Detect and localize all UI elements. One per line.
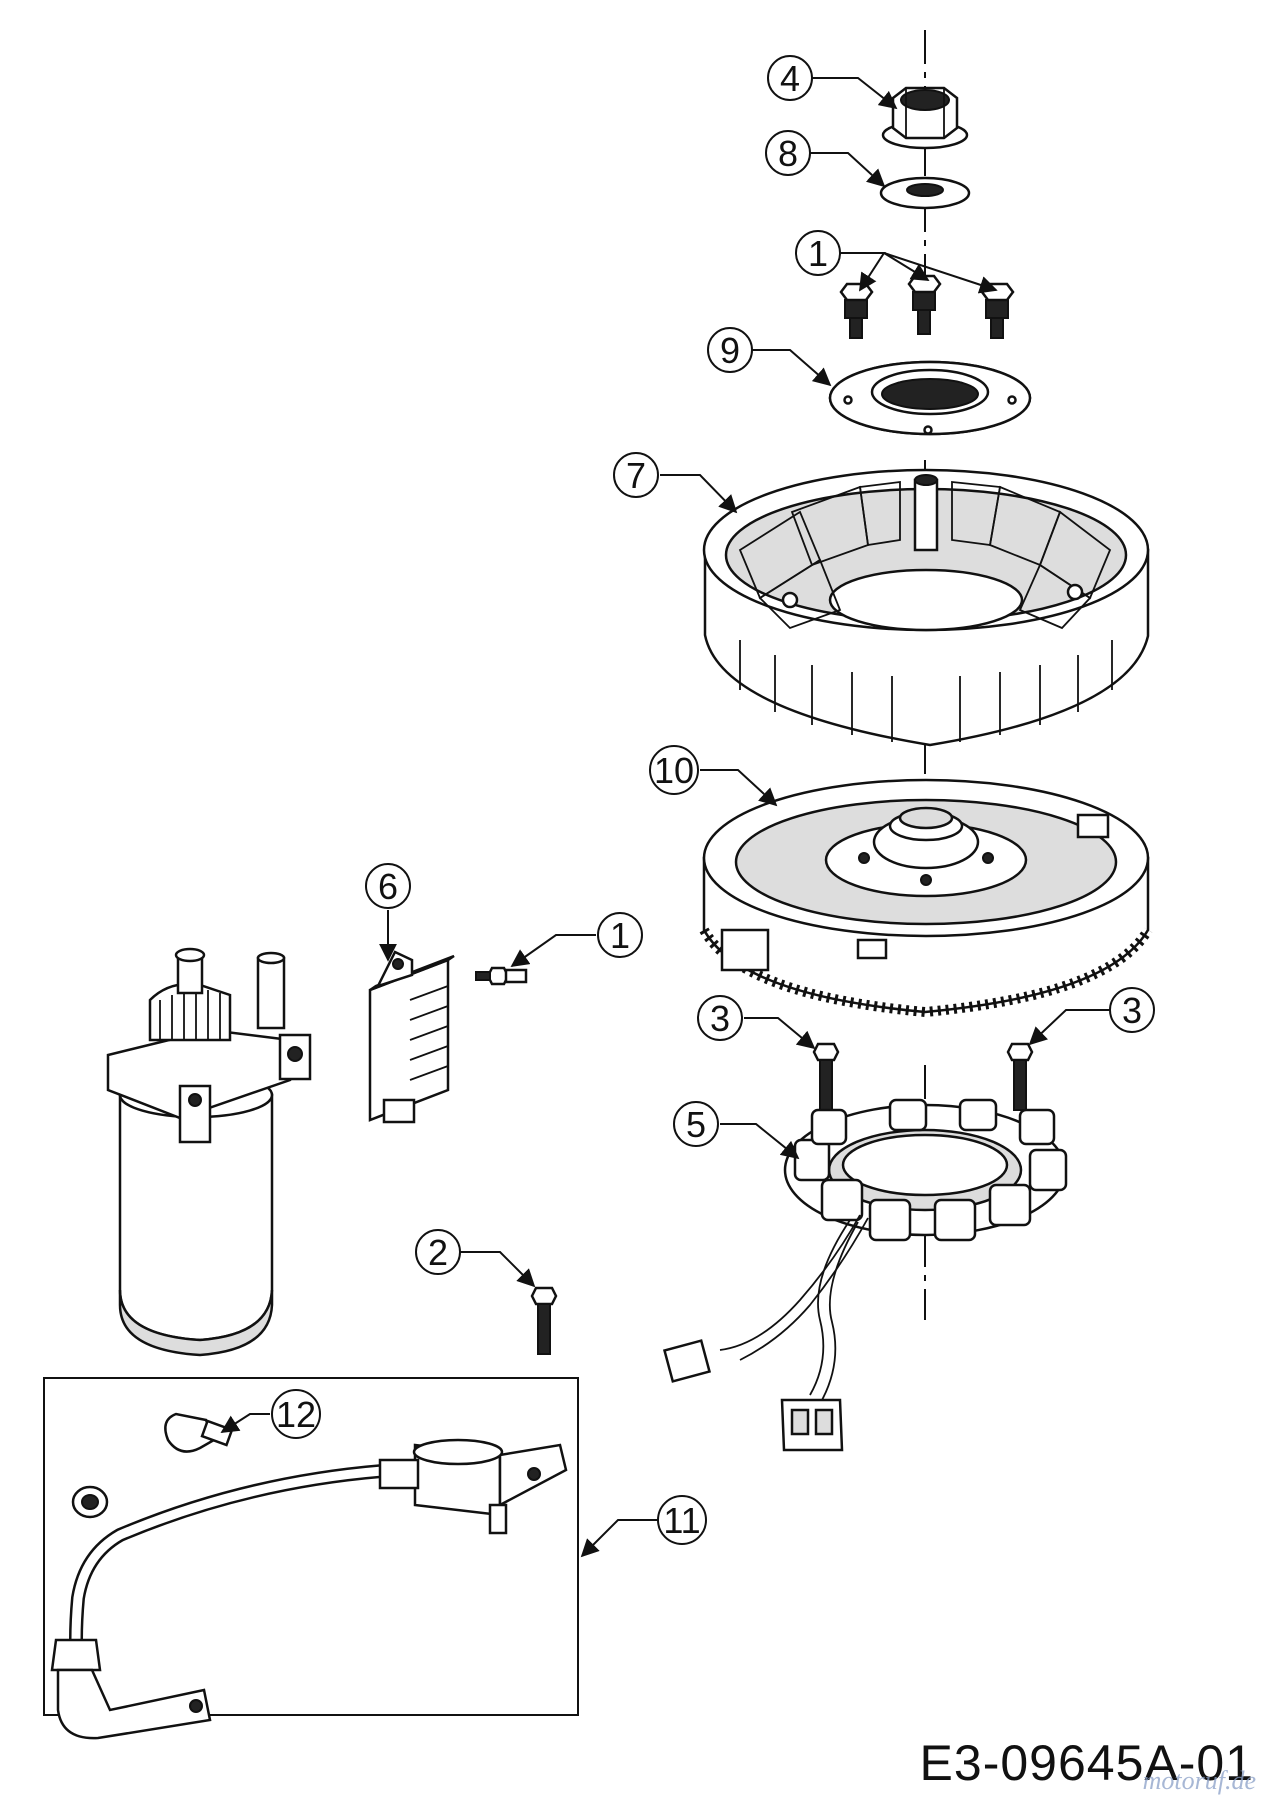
stator-part — [662, 1098, 1068, 1452]
svg-text:10: 10 — [654, 750, 694, 791]
leader-7 — [660, 474, 738, 514]
svg-text:2: 2 — [428, 1232, 448, 1273]
svg-text:3: 3 — [710, 998, 730, 1039]
svg-text:12: 12 — [276, 1394, 316, 1435]
flywheel-part — [699, 778, 1153, 1018]
svg-text:6: 6 — [378, 866, 398, 907]
washer-part — [879, 176, 971, 210]
ignition-kit-box — [43, 1377, 579, 1716]
mounting-plate-part — [828, 360, 1032, 436]
svg-text:1: 1 — [610, 915, 630, 956]
leader-8 — [810, 152, 886, 188]
ignition-coil-part — [50, 1438, 568, 1740]
callout-8: 8 — [765, 130, 811, 176]
leader-10 — [700, 769, 778, 807]
svg-text:1: 1 — [808, 233, 828, 274]
leader-12 — [220, 1413, 270, 1433]
callout-12: 12 — [271, 1389, 321, 1439]
fan-part — [702, 468, 1150, 747]
leader-1-top-b — [883, 252, 930, 281]
flange-nut-part — [881, 86, 969, 150]
callout-4: 4 — [767, 55, 813, 101]
callout-10: 10 — [649, 745, 699, 795]
leader-9 — [752, 349, 832, 387]
starter-bolt-part — [530, 1286, 558, 1355]
svg-text:5: 5 — [686, 1104, 706, 1145]
voltage-regulator-part — [368, 950, 455, 1124]
flywheel-bolts-part — [812, 1042, 1034, 1111]
callout-7: 7 — [613, 452, 659, 498]
svg-text:9: 9 — [720, 330, 740, 371]
callout-2: 2 — [415, 1229, 461, 1275]
callout-9: 9 — [707, 327, 753, 373]
watermark: motoruf.de — [1142, 1766, 1256, 1795]
leader-2 — [460, 1251, 536, 1288]
svg-text:8: 8 — [778, 133, 798, 174]
electric-starter-part — [106, 947, 312, 1357]
svg-text:3: 3 — [1122, 990, 1142, 1031]
leader-4 — [810, 77, 898, 110]
leader-1-middle — [510, 934, 596, 968]
callout-11: 11 — [657, 1495, 707, 1545]
leader-5 — [720, 1123, 800, 1160]
callout-3-right: 3 — [1109, 987, 1155, 1033]
middle-bolt-part — [475, 966, 528, 986]
leader-3-left — [744, 1017, 816, 1050]
hose-clamp-part — [164, 1412, 234, 1453]
leader-1-top-c — [883, 252, 998, 294]
callout-5: 5 — [673, 1101, 719, 1147]
leader-3-right — [1028, 1009, 1110, 1046]
callout-1-middle: 1 — [597, 912, 643, 958]
callout-6: 6 — [365, 863, 411, 909]
svg-text:11: 11 — [663, 1500, 700, 1541]
drawing-code: E3-09645A-01 — [919, 1735, 1254, 1791]
callout-1-top: 1 — [795, 230, 841, 276]
svg-text:7: 7 — [626, 455, 646, 496]
callout-3-left: 3 — [697, 995, 743, 1041]
svg-text:4: 4 — [780, 58, 800, 99]
leader-11 — [580, 1519, 658, 1558]
top-bolts-part — [839, 274, 1015, 339]
